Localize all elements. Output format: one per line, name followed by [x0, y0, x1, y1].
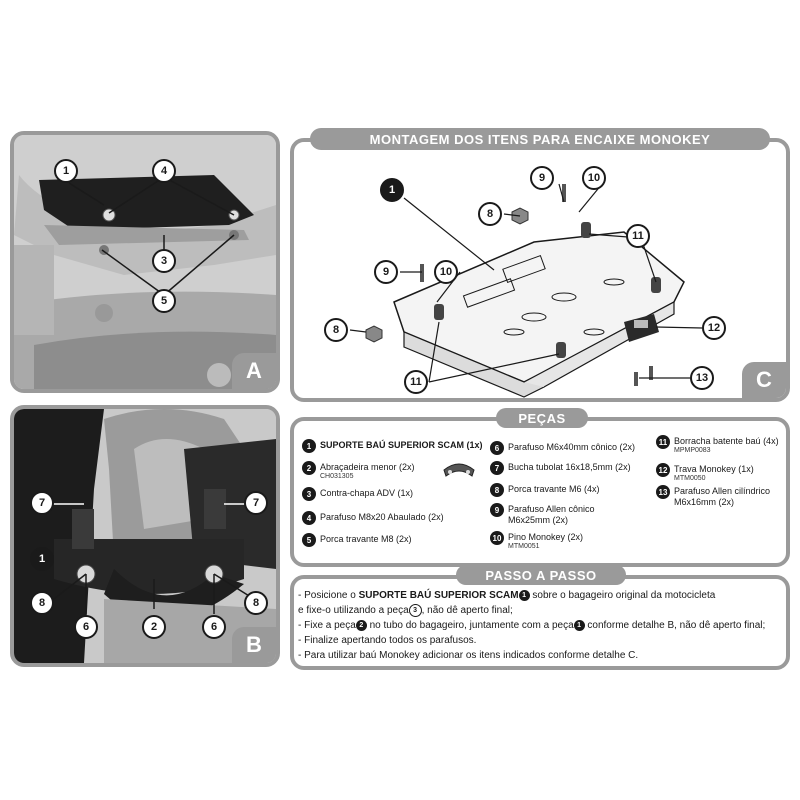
detail-a-callout-3: 3	[152, 249, 176, 273]
detail-c-callout-12: 12	[702, 316, 726, 340]
part-item-4: 4 Parafuso M8x20 Abaulado (2x)	[302, 511, 492, 525]
part-label: Contra-chapa ADV (1x)	[320, 488, 414, 498]
step-ref-2: 2	[355, 619, 367, 631]
part-number: 13	[656, 485, 670, 499]
detail-b-callout-2: 2	[142, 615, 166, 639]
part-code: CH031305	[320, 473, 354, 480]
detail-c-panel: 1 9 10 8 11 9 10 8 12 11 13 C	[290, 138, 790, 402]
part-code: MTM0051	[508, 543, 540, 550]
detail-b-letter: B	[232, 627, 276, 663]
part-label: SUPORTE BAÚ SUPERIOR SCAM (1x)	[320, 440, 483, 450]
detail-b-callout-8-left: 8	[30, 591, 54, 615]
part-item-3: 3 Contra-chapa ADV (1x)	[302, 487, 492, 501]
step-line-1-b: SUPORTE BAÚ SUPERIOR SCAM	[358, 590, 519, 601]
part-label: Parafuso M6x40mm cônico (2x)	[508, 442, 636, 452]
part-item-6: 6 Parafuso M6x40mm cônico (2x)	[490, 441, 650, 455]
detail-a-callout-1: 1	[54, 159, 78, 183]
part-label: Parafuso Allen cônico M6x25mm (2x)	[508, 504, 595, 525]
part-item-11: 11 Borracha batente baú (4x)MPMP0083	[656, 435, 786, 455]
part-label: Trava Monokey (1x)	[674, 464, 754, 474]
part-item-7: 7 Bucha tubolat 16x18,5mm (2x)	[490, 461, 650, 475]
part-number: 3	[302, 487, 316, 501]
detail-b-callout-6-right: 6	[202, 615, 226, 639]
step-line-5: - Para utilizar baú Monokey adicionar os…	[298, 650, 639, 661]
step-line-2-a: e fixe-o utilizando a peça	[298, 605, 409, 616]
part-label: Parafuso M8x20 Abaulado (2x)	[320, 512, 444, 522]
part-label: Bucha tubolat 16x18,5mm (2x)	[508, 462, 631, 472]
part-number: 8	[490, 483, 504, 497]
step-line-3-b: no tubo do bagageiro, juntamente com a p…	[366, 620, 574, 631]
step-line-1-a: - Posicione o	[298, 590, 359, 601]
part-item-8: 8 Porca travante M6 (4x)	[490, 483, 650, 497]
part-number: 6	[490, 441, 504, 455]
detail-b-illustration	[14, 409, 276, 663]
detail-a-callout-4: 4	[152, 159, 176, 183]
detail-c-letter: C	[742, 362, 786, 398]
step-line-3-a: - Fixe a peça	[298, 620, 356, 631]
detail-c-callout-10-left: 10	[434, 260, 458, 284]
monokey-plate-diagram	[349, 183, 703, 398]
detail-b-callout-8-right: 8	[244, 591, 268, 615]
detail-c-callout-10-top: 10	[582, 166, 606, 190]
part-number: 10	[490, 531, 504, 545]
part-code: MTM0050	[674, 475, 706, 482]
part-item-10: 10 Pino Monokey (2x)MTM0051	[490, 531, 650, 551]
part-number: 4	[302, 511, 316, 525]
detail-b-callout-1: 1	[30, 547, 54, 571]
part-label: Porca travante M8 (2x)	[320, 534, 412, 544]
part-item-1: 1 SUPORTE BAÚ SUPERIOR SCAM (1x)	[302, 439, 492, 453]
part-label: Borracha batente baú (4x)	[674, 436, 779, 446]
part-number: 7	[490, 461, 504, 475]
part-number: 9	[490, 503, 504, 517]
part-code: MPMP0083	[674, 447, 711, 454]
part-number: 5	[302, 533, 316, 547]
detail-c-callout-9-left: 9	[374, 260, 398, 284]
detail-c-callout-1: 1	[380, 178, 404, 202]
detail-a-callout-5: 5	[152, 289, 176, 313]
step-ref-1: 1	[518, 589, 530, 601]
step-ref-3: 3	[408, 603, 422, 617]
step-line-4: - Finalize apertando todos os parafusos.	[298, 635, 477, 646]
part-item-9: 9 Parafuso Allen cônico M6x25mm (2x)	[490, 503, 620, 526]
detail-c-callout-13: 13	[690, 366, 714, 390]
part-label: Parafuso Allen cilíndrico M6x16mm (2x)	[674, 486, 771, 507]
detail-c-callout-11-top: 11	[626, 224, 650, 248]
step-line-2-b: , não dê aperto final;	[421, 605, 513, 616]
detail-c-callout-8-left: 8	[324, 318, 348, 342]
part-item-13: 13 Parafuso Allen cilíndrico M6x16mm (2x…	[656, 485, 776, 508]
clamp-icon	[443, 463, 475, 477]
detail-c-callout-8-top: 8	[478, 202, 502, 226]
detail-b-callout-7-right: 7	[244, 491, 268, 515]
part-label: Pino Monokey (2x)	[508, 532, 584, 542]
part-number: 12	[656, 463, 670, 477]
part-number: 11	[656, 435, 670, 449]
step-line-1-c: sobre o bagageiro original da motociclet…	[529, 590, 716, 601]
part-label: Abraçadeira menor (2x)	[320, 462, 415, 472]
detail-a-letter: A	[232, 353, 276, 389]
step-ref-1b: 1	[573, 619, 585, 631]
detail-b-photo: 7 7 1 8 6 2 6 8 B	[10, 405, 280, 667]
detail-a-illustration	[14, 135, 276, 389]
detail-c-title: MONTAGEM DOS ITENS PARA ENCAIXE MONOKEY	[310, 128, 770, 150]
part-number: 2	[302, 461, 316, 475]
part-item-5: 5 Porca travante M8 (2x)	[302, 533, 492, 547]
part-item-12: 12 Trava Monokey (1x)MTM0050	[656, 463, 786, 483]
detail-c-callout-9-top: 9	[530, 166, 554, 190]
part-label: Porca travante M6 (4x)	[508, 484, 600, 494]
detail-b-callout-6-left: 6	[74, 615, 98, 639]
step-line-3-c: conforme detalhe B, não dê aperto final;	[584, 620, 766, 631]
part-number: 1	[302, 439, 316, 453]
detail-a-photo: 1 4 3 5 A	[10, 131, 280, 393]
detail-b-callout-7-left: 7	[30, 491, 54, 515]
detail-c-callout-11-bottom: 11	[404, 370, 428, 394]
parts-title: PEÇAS	[496, 408, 588, 428]
steps-title: PASSO A PASSO	[456, 565, 626, 585]
part-item-2: 2 Abraçadeira menor (2x)CH031305	[302, 461, 492, 481]
